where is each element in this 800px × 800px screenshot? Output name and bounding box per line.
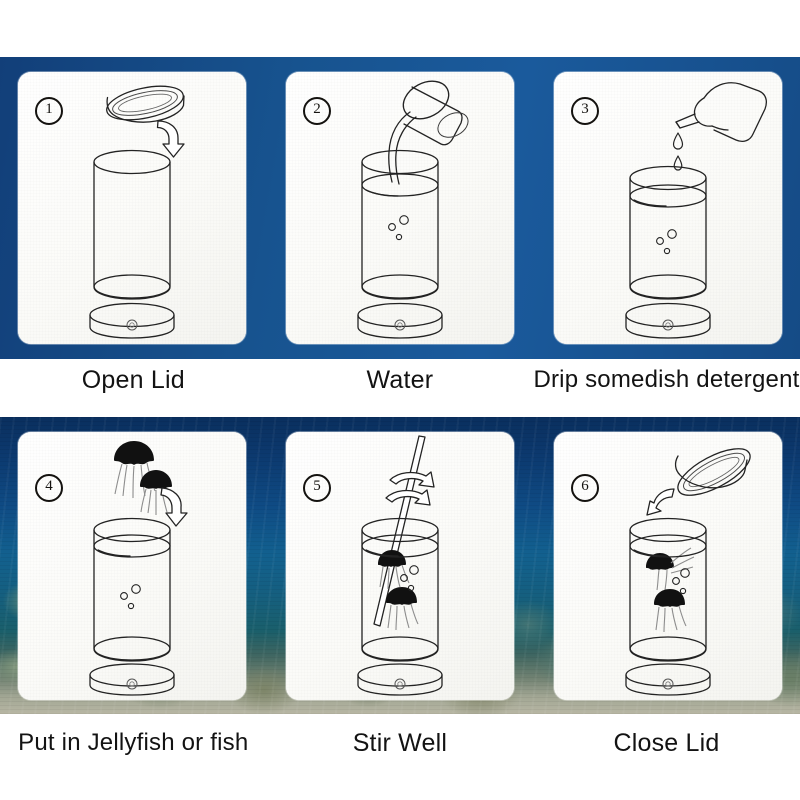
lid-icon [674, 447, 751, 496]
water-line [629, 533, 707, 558]
base-ring [89, 646, 175, 696]
step-3-illustration [625, 82, 767, 339]
step-caption-1: Open Lid [81, 365, 185, 394]
power-button-icon [394, 678, 406, 689]
base-ring [357, 285, 443, 339]
step-number-4: 4 [35, 473, 63, 502]
left-arrow-icon [646, 487, 675, 516]
jellyfish-icon [386, 586, 419, 630]
water-line [361, 533, 439, 558]
step-card-1[interactable]: 1 [18, 72, 246, 344]
step-caption-4: Put in Jellyfish or fish [18, 729, 249, 756]
detergent-bottle-icon [675, 82, 767, 142]
base-ring [89, 285, 175, 339]
jellyfish-icon [114, 440, 156, 498]
step-caption-2: Water [366, 365, 434, 394]
bubbles [120, 583, 141, 609]
cylinder-body [361, 149, 439, 300]
step-number-1: 1 [35, 97, 63, 125]
cylinder-body [93, 149, 171, 300]
step-caption-5: Stir Well [352, 728, 448, 757]
step-number-5: 5 [303, 473, 331, 502]
power-button-icon [394, 319, 406, 331]
row-1-captions: Open Lid Water Drip somedish detergent [0, 363, 800, 397]
step-caption-3: Drip somedish detergent [533, 366, 800, 393]
step-1-illustration [89, 85, 185, 339]
bubbles [400, 564, 419, 591]
step-card-2[interactable]: 2 [286, 72, 514, 344]
row-1-cards: 1 [0, 57, 800, 359]
power-button-icon [662, 319, 674, 331]
step-number-3: 3 [571, 97, 599, 125]
row-2-cards: 4 [0, 417, 800, 714]
bubbles [388, 215, 409, 241]
base-ring [357, 646, 443, 696]
step-4-illustration [89, 440, 188, 696]
water-line [361, 173, 439, 197]
water-line [629, 184, 707, 208]
step-6-illustration [625, 447, 751, 696]
bubbles [656, 229, 677, 255]
instruction-row-1: 1 [0, 57, 800, 359]
jellyfish-icon [378, 549, 410, 589]
step-caption-6: Close Lid [613, 728, 720, 757]
step-card-5[interactable]: 5 [286, 431, 514, 700]
rotation-arrows-icon [385, 470, 435, 506]
down-arrow-icon [156, 120, 185, 158]
step-number-2: 2 [303, 97, 331, 125]
bubbles [672, 567, 690, 594]
power-button-icon [662, 678, 674, 689]
power-button-icon [126, 678, 138, 689]
jellyfish-icon [140, 469, 175, 515]
lid-icon [106, 85, 185, 123]
base-ring [625, 285, 711, 339]
down-arrow-icon [160, 486, 188, 527]
row-2-captions: Put in Jellyfish or fish Stir Well Close… [0, 726, 800, 760]
step-2-illustration [357, 80, 469, 339]
instruction-row-2: 4 [0, 417, 800, 714]
step-5-illustration [357, 434, 443, 696]
droplets [672, 132, 684, 171]
step-card-4[interactable]: 4 [18, 431, 246, 700]
step-card-6[interactable]: 6 [554, 431, 782, 700]
power-button-icon [126, 319, 138, 331]
step-card-3[interactable]: 3 [554, 72, 782, 344]
step-number-6: 6 [571, 473, 599, 502]
water-line [93, 533, 171, 558]
jellyfish-icon [654, 588, 687, 632]
base-ring [625, 646, 711, 696]
water-cup-icon [402, 80, 469, 146]
